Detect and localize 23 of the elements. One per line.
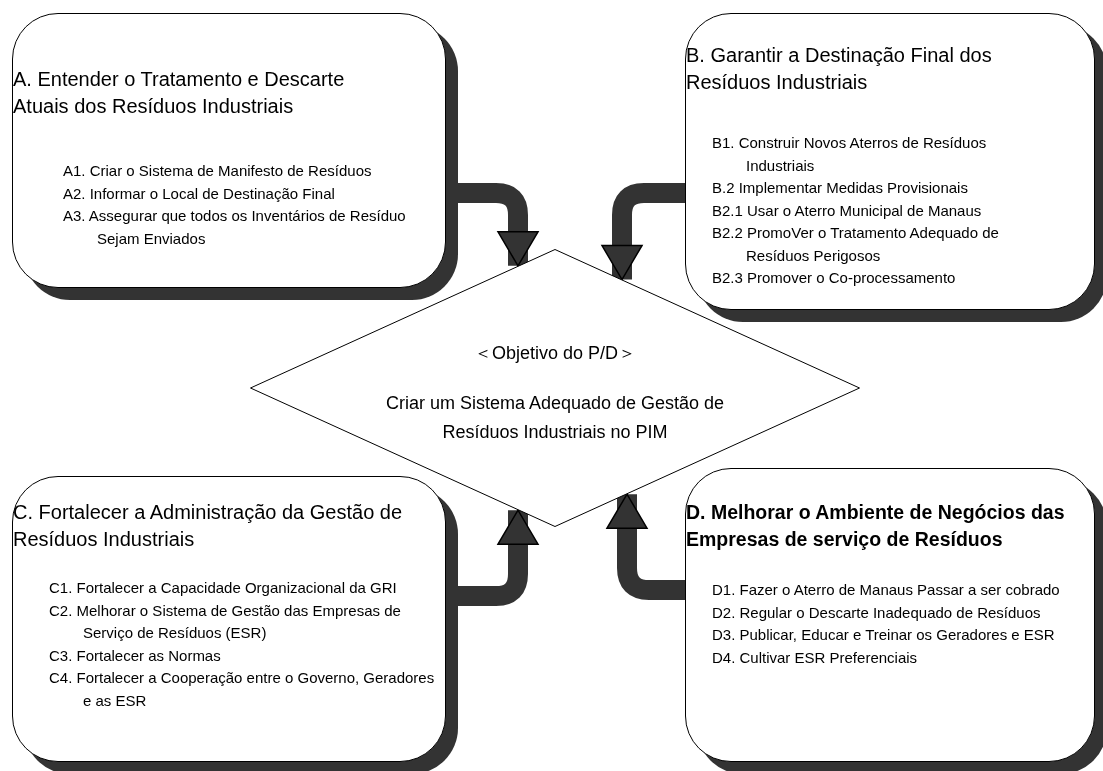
goal-heading: ＜Objetivo do P/D＞ <box>472 342 638 365</box>
goal-text: Criar um Sistema Adequado de Gestão de Resíduos Industriais no PIM <box>384 392 726 444</box>
action-item: C1. Fortalecer a Capacidade Organizacional da GRI <box>49 578 398 598</box>
action-item: A2. Informar o Local de Destinação Final <box>63 183 336 204</box>
action-item: C3. Fortalecer as Normas <box>49 645 222 666</box>
action-item: D3. Publicar, Educar e Treinar os Geradores e ESR <box>712 625 1056 645</box>
category-heading: B. Garantir a Destinação Final dos Resíduos Industriais <box>686 43 993 95</box>
action-item: C4. Fortalecer a Cooperação entre o Governo, Geradores e as ESR <box>49 668 436 711</box>
action-item: D1. Fazer o Aterro de Manaus Passar a ser cobrado <box>712 580 1061 600</box>
action-item: B1. Construir Novos Aterros de Resíduos Industriais <box>712 133 988 176</box>
action-item: B.2 Implementar Medidas Provisionais <box>712 178 969 198</box>
action-item: A3. Assegurar que todos os Inventários de Resíduo Sejam Enviados <box>63 206 407 249</box>
bent-arrow <box>606 493 685 600</box>
action-item: B2.2 PromoVer o Tratamento Adequado de Resíduos Perigosos <box>712 223 1000 266</box>
category-heading: A. Entender o Tratamento e Descarte Atuais dos Resíduos Industriais <box>13 67 346 119</box>
action-item: C2. Melhorar o Sistema de Gestão das Empresas de Serviço de Resíduos (ESR) <box>49 600 402 643</box>
action-item: B2.3 Promover o Co-processamento <box>712 268 957 288</box>
action-item: A1. Criar o Sistema de Manifesto de Resíduos <box>63 161 373 181</box>
category-heading: D. Melhorar o Ambiente de Negócios das Empresas de serviço de Resíduos <box>686 500 1066 552</box>
action-item: B2.1 Usar o Aterro Municipal de Manaus <box>712 200 983 221</box>
category-heading: C. Fortalecer a Administração da Gestão de Resíduos Industriais <box>13 500 404 552</box>
action-item: D2. Regular o Descarte Inadequado de Resíduos <box>712 602 1042 623</box>
action-item: D4. Cultivar ESR Preferenciais <box>712 647 919 668</box>
